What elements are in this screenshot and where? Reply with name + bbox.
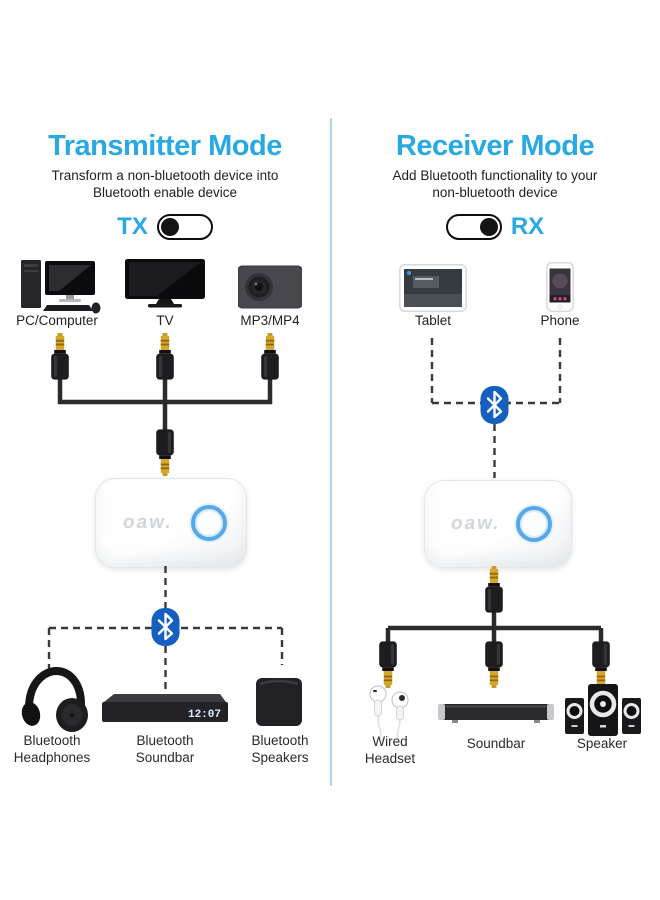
- tx-toggle-row: TX: [0, 213, 330, 241]
- source-label-pc: PC/Computer: [16, 313, 98, 328]
- soundbar-clock: 12:07: [188, 709, 221, 721]
- receiver-title: Receiver Mode: [395, 130, 595, 162]
- tablet-icon: [399, 264, 467, 312]
- soundbar-icon: [438, 704, 554, 723]
- label-line: Bluetooth: [251, 733, 309, 748]
- phone-icon: [546, 262, 574, 312]
- toggle-knob: [479, 218, 498, 236]
- rx-toggle-row: RX: [330, 213, 660, 241]
- source-label-tablet: Tablet: [414, 313, 452, 328]
- speaker-2-1-system-icon: [565, 684, 641, 736]
- source-label-mp3: MP3/MP4: [240, 313, 300, 328]
- label-line: Bluetooth: [23, 733, 81, 748]
- column-divider: [330, 118, 332, 786]
- rx-label: RX: [510, 213, 545, 240]
- device-logo-text: oaw.: [121, 512, 175, 533]
- label-line: Bluetooth: [136, 733, 194, 748]
- tx-label: TX: [117, 213, 148, 240]
- bluetooth-headphones-icon: [21, 666, 88, 732]
- subtitle-line: Bluetooth enable device: [92, 185, 238, 200]
- sink-label-wired-headset: Wired Headset: [365, 734, 415, 767]
- mode-button: [516, 506, 553, 542]
- label-line: Headset: [364, 750, 416, 766]
- transmitter-subtitle: Transform a non-bluetooth device into Bl…: [0, 167, 330, 201]
- receiver-subtitle: Add Bluetooth functionality to your non-…: [330, 167, 660, 201]
- source-label-phone: Phone: [540, 313, 580, 328]
- bluetooth-transceiver-device: oaw.: [424, 480, 572, 568]
- label-line: Speakers: [251, 749, 309, 765]
- sink-label-headphones: Bluetooth Headphones: [14, 733, 91, 766]
- bluetooth-cube-speaker-icon: [256, 678, 302, 726]
- subtitle-line: Add Bluetooth functionality to your: [392, 168, 598, 183]
- bluetooth-connection-lines: [430, 338, 562, 478]
- subtitle-line: Transform a non-bluetooth device into: [51, 168, 279, 183]
- bluetooth-icon: [480, 386, 509, 424]
- bluetooth-soundbar-icon: 12:07: [102, 694, 228, 722]
- tx-toggle-switch[interactable]: [156, 214, 213, 240]
- tv-icon: [125, 259, 205, 308]
- bluetooth-connection-lines: [47, 566, 284, 700]
- sink-label-bt-soundbar: Bluetooth Soundbar: [136, 733, 195, 766]
- aux-cable-splitter: [51, 333, 279, 476]
- bluetooth-transceiver-device: oaw.: [95, 478, 247, 568]
- label-line: Soundbar: [135, 749, 195, 765]
- rx-toggle-switch[interactable]: [445, 214, 502, 240]
- bluetooth-icon: [151, 608, 180, 646]
- toggle-knob: [160, 218, 179, 236]
- sink-label-bt-speakers: Bluetooth Speakers: [251, 733, 308, 766]
- pc-computer-icon: [21, 260, 101, 314]
- mode-button: [190, 505, 227, 541]
- source-label-tv: TV: [156, 313, 174, 328]
- sink-label-speaker: Speaker: [577, 736, 627, 753]
- label-line: Headphones: [13, 749, 91, 765]
- device-logo-text: oaw.: [449, 513, 503, 534]
- label-line: Wired: [372, 734, 408, 749]
- aux-cable-splitter: [379, 566, 610, 688]
- transmitter-title: Transmitter Mode: [48, 130, 282, 162]
- subtitle-line: non-bluetooth device: [432, 185, 558, 200]
- label-line: Speaker: [576, 736, 628, 751]
- sink-label-soundbar: Soundbar: [467, 736, 526, 753]
- label-line: Soundbar: [466, 736, 526, 751]
- wired-earbuds-icon: [369, 685, 409, 741]
- mp3-player-icon: [238, 265, 302, 309]
